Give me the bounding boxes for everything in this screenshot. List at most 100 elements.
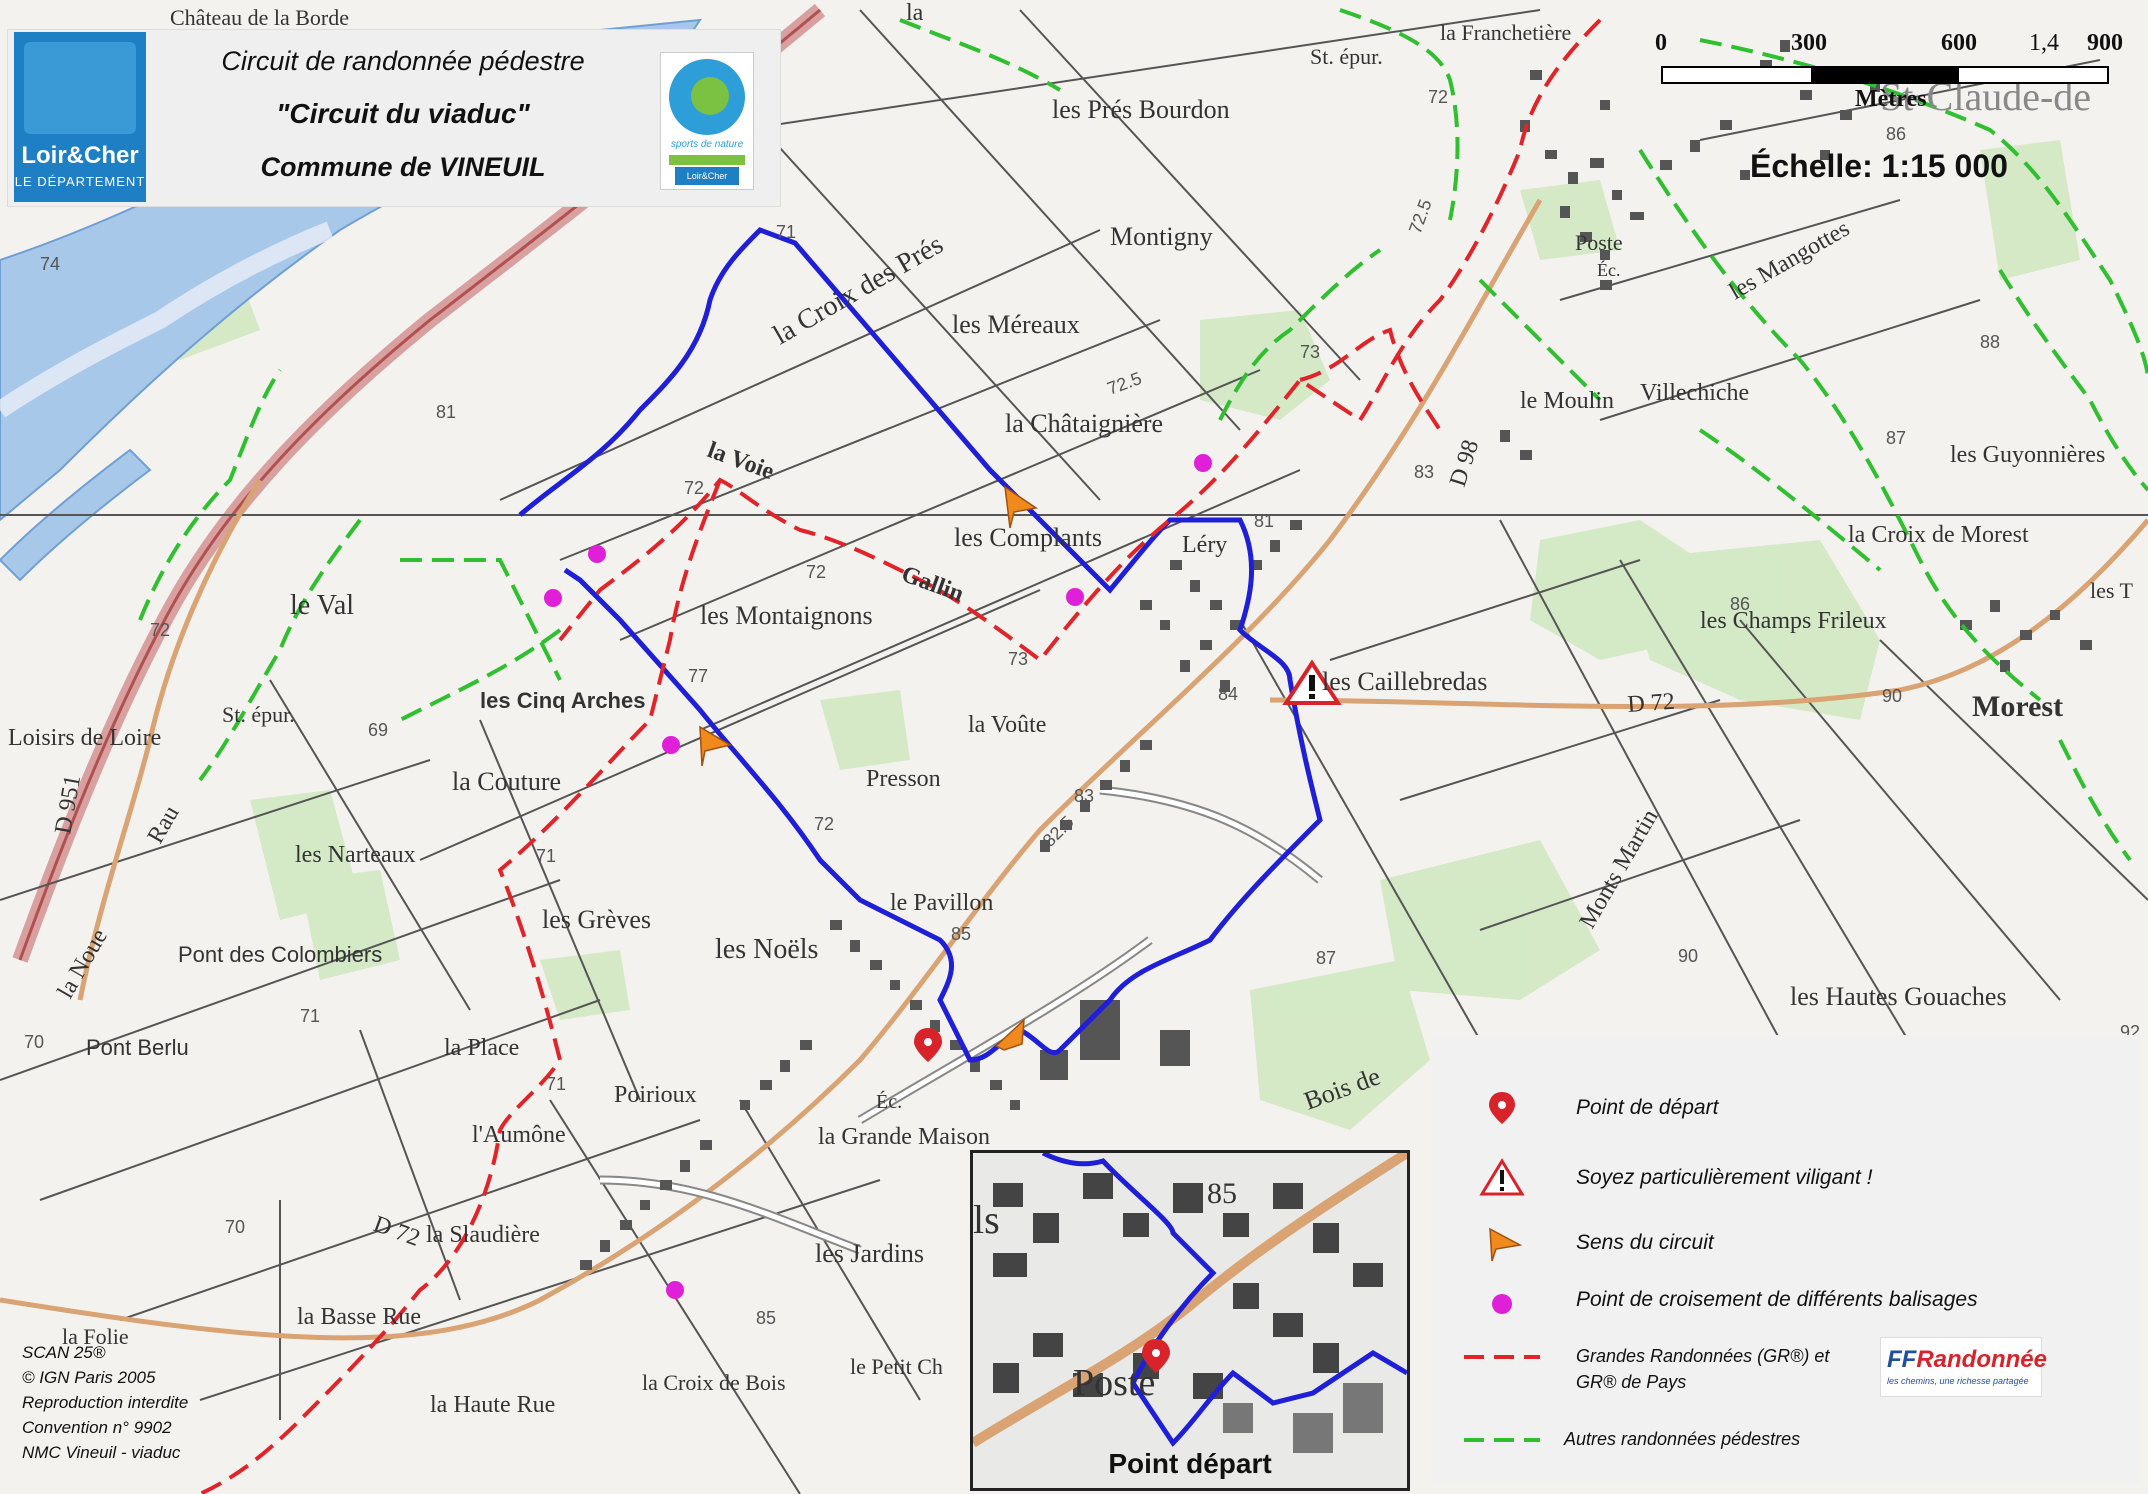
legend-text: Soyez particulièrement viligant ! [1576,1166,1873,1189]
place-label: les Jardins [815,1239,924,1268]
legend-text-gr-2: GR® de Pays [1576,1372,1687,1392]
inset-alt: 85 [1207,1177,1237,1210]
svg-text:90: 90 [1678,946,1698,966]
altitude-labels: 72 71 72.5 86 73 74 81 72.5 83 88 72 72 … [24,87,2140,1328]
warning-triangle-icon [1282,659,1342,705]
credit-line: Convention n° 9902 [22,1418,172,1437]
inset-label: Point départ [1108,1448,1272,1479]
scale-tick: 0 [1655,30,1667,56]
road-label: D 72 [1627,689,1676,718]
svg-text:81: 81 [436,402,456,422]
scale-ratio: Échelle: 1:15 000 [1750,148,2008,184]
place-label: Presson [866,766,941,792]
roads [0,198,2148,1341]
sports-nature-badge: Loir&Cher [675,167,739,185]
place-label: le Petit Ch [850,1354,943,1379]
legend: Point de départ Soyez particulièrement v… [1432,1035,2140,1483]
direction-arrow-icon [1004,485,1038,529]
title-line-2: "Circuit du viaduc" [276,98,530,129]
svg-text:85: 85 [756,1308,776,1328]
svg-text:73: 73 [1008,649,1028,669]
crossing-point [662,736,680,754]
legend-item-vigilant: Soyez particulièrement viligant ! [1432,1158,2140,1198]
place-label: la Place [444,1035,519,1061]
start-pin-icon [914,1028,942,1062]
logo-wave-icon [24,42,136,134]
svg-text:70: 70 [225,1217,245,1237]
place-label: St. épur. [1310,44,1383,69]
legend-text: Point de croisement de différents balisa… [1576,1288,1978,1311]
place-label: les Guyonnières [1950,442,2105,468]
inset-s: ls [973,1197,1000,1242]
scale-tick: 600 [1941,30,1977,56]
logo-stripe [669,155,745,165]
place-label: Villechiche [1640,380,1749,406]
place-label: Éc. [1597,259,1620,280]
place-label: la Basse Rue [297,1304,421,1330]
ffr-brand: FFRandonnée [1887,1346,2047,1374]
title-panel: Loir&Cher LE DÉPARTEMENT Circuit de rand… [8,30,780,206]
scale-tick: 900 [2087,30,2123,56]
place-label: le Moulin [1520,388,1614,414]
svg-text:72: 72 [150,620,170,640]
svg-text:83: 83 [1414,462,1434,482]
credit-line: NMC Vineuil - viaduc [22,1443,181,1462]
other-trails [138,8,2148,862]
logo-sub: LE DÉPARTEMENT [14,174,146,189]
place-label: les Narteaux [295,842,416,868]
warning-triangle-icon [1479,1158,1525,1196]
svg-text:74: 74 [40,254,60,274]
scale-unit: Mètres [1855,86,1927,112]
other-trail-dashed-line-icon [1464,1438,1540,1442]
scale-bar-graphic [1661,66,2109,84]
place-label: Léry [1182,532,1227,558]
credit-line: Reproduction interdite [22,1393,189,1412]
crossing-point-icon [1492,1294,1512,1314]
svg-text:87: 87 [1316,948,1336,968]
legend-item-crossing: Point de croisement de différents balisa… [1432,1280,2140,1320]
place-label: le Pavillon [890,890,993,916]
place-label: les Montaignons [700,601,873,630]
place-labels: Château de la Borde la Franchetière les … [8,0,2134,1418]
svg-text:72: 72 [684,478,704,498]
place-label: Éc. [876,1090,902,1113]
svg-text:88: 88 [1980,332,2000,352]
svg-text:90: 90 [1882,686,1902,706]
legend-item-start: Point de départ [1432,1088,2140,1128]
place-label: la Voûte [968,712,1046,738]
circuit-route [518,227,1323,1063]
place-label: la [906,0,924,26]
gr-dashed-line-icon [1464,1355,1540,1359]
place-label: la Folie [62,1324,129,1349]
scale-tick: 1,4 [2029,30,2059,56]
gr-trails [199,18,1602,1494]
sports-nature-logo: sports de nature Loir&Cher [660,52,754,190]
place-label: la Croix de Bois [642,1370,786,1395]
place-label: St. épur. [222,702,295,727]
place-label: Morest [1972,690,2063,723]
credit-line: © IGN Paris 2005 [22,1368,156,1387]
vegetation-areas [140,140,2080,1130]
svg-text:72: 72 [1428,87,1448,107]
legend-item-gr: Grandes Randonnées (GR®) et GR® de Pays [1432,1343,2140,1392]
place-label: les Noëls [715,934,818,965]
place-label: les T [2090,578,2134,603]
legend-text: Autres randonnées pédestres [1564,1429,1801,1449]
place-label: la Haute Rue [430,1392,555,1418]
svg-text:77: 77 [688,666,708,686]
title-line-3: Commune de VINEUIL [260,152,546,182]
place-label: les Hautes Gouaches [1790,982,2007,1011]
legend-item-other: Autres randonnées pédestres [1432,1420,2140,1460]
place-label: la Slaudière [426,1222,540,1248]
place-label: la Franchetière [1440,20,1571,45]
place-label: la Châtaignière [1005,409,1163,438]
svg-text:71: 71 [546,1074,566,1094]
direction-arrow-icon [699,725,732,767]
svg-text:72: 72 [806,562,826,582]
svg-text:71: 71 [776,222,796,242]
start-point-inset: 85 Poste ls Point départ [970,1150,1410,1491]
svg-text:71: 71 [300,1006,320,1026]
crossing-points [544,454,1212,1299]
place-label: les Complants [954,523,1102,552]
place-label: Poirioux [614,1082,697,1108]
